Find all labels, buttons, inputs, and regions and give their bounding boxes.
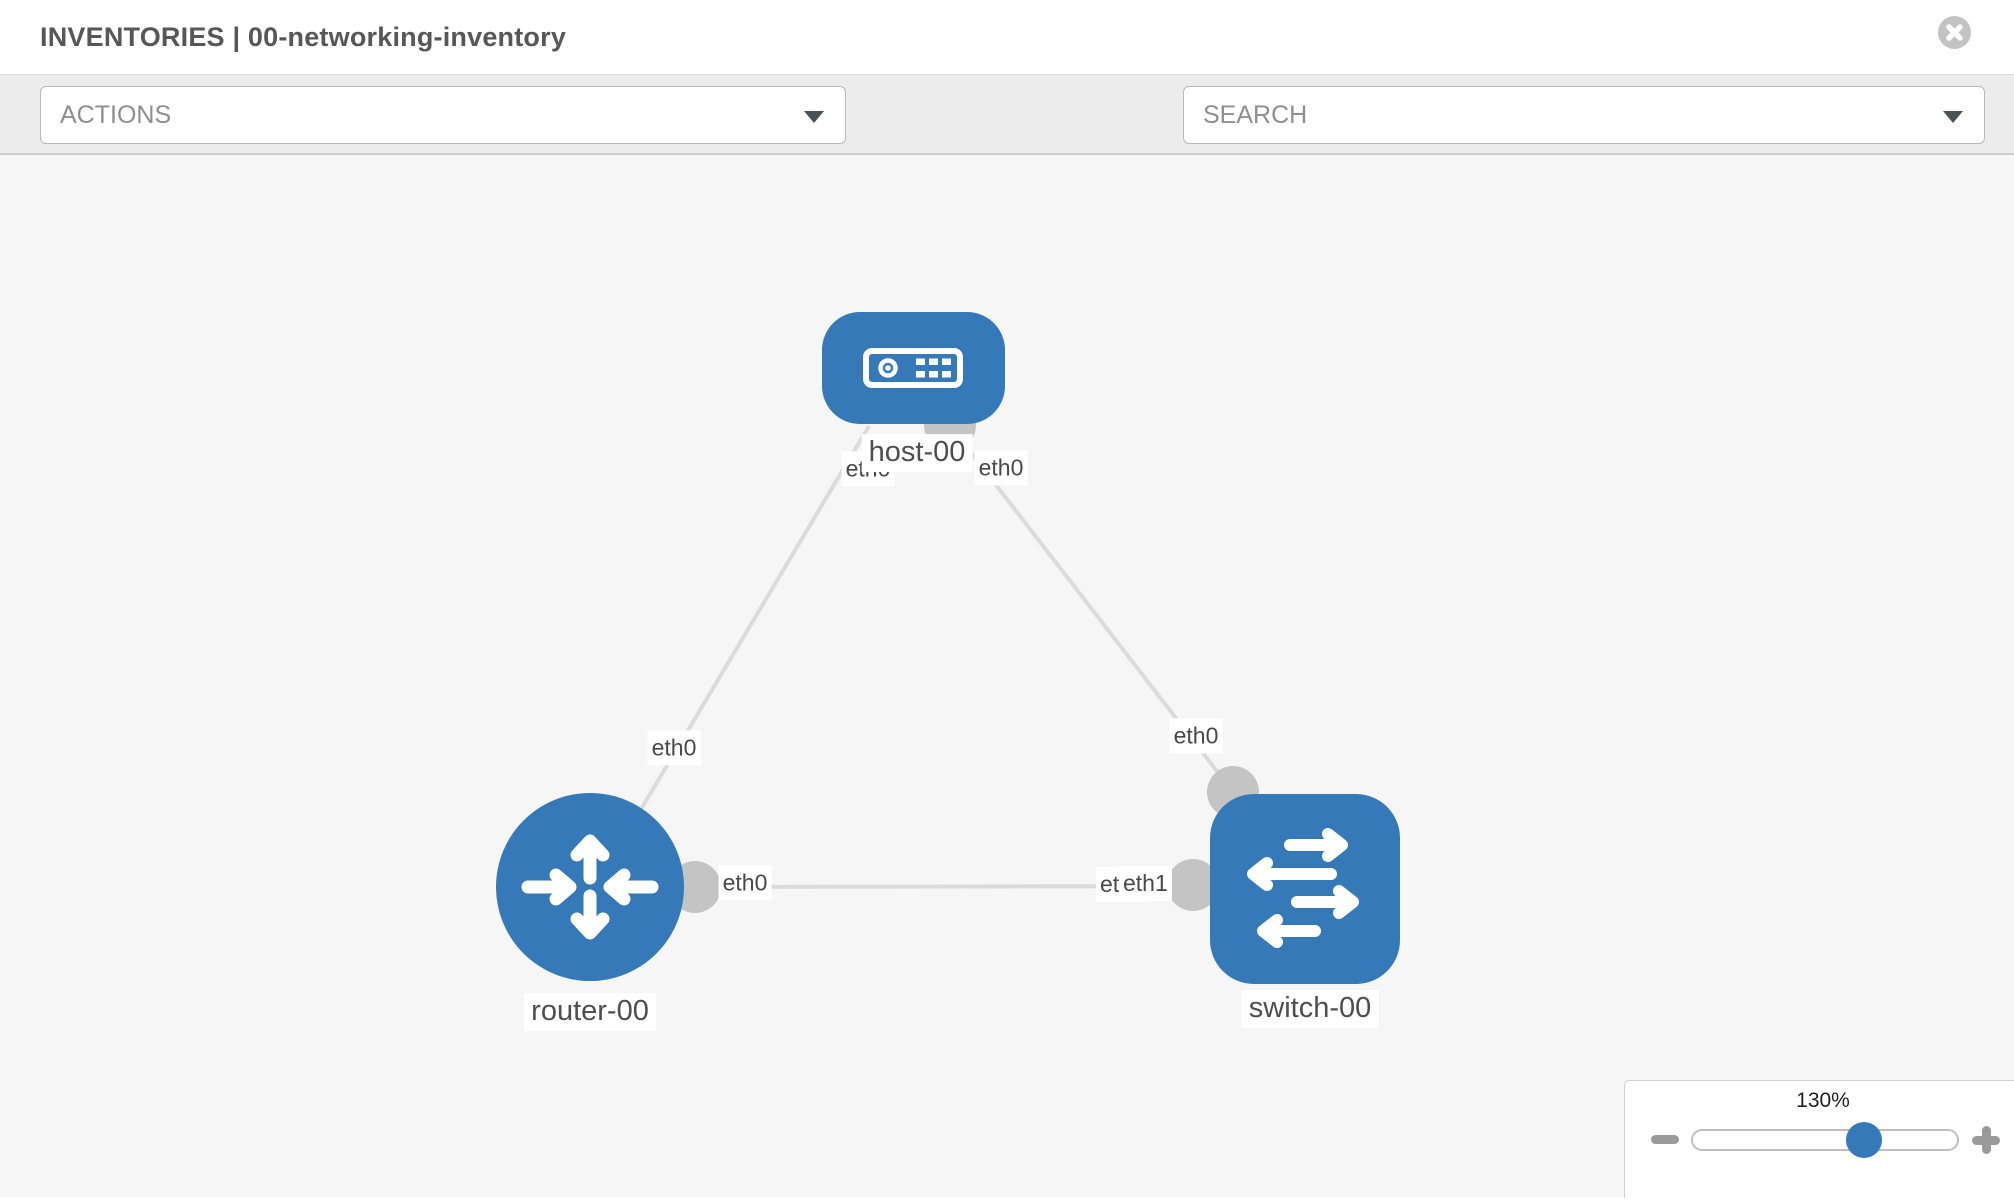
actions-dropdown-label: ACTIONS — [60, 101, 172, 129]
node-switch-00[interactable] — [1210, 794, 1400, 984]
node-label-switch: switch-00 — [1241, 990, 1379, 1028]
close-icon — [1946, 24, 1963, 41]
node-label-host: host-00 — [861, 434, 973, 472]
search-dropdown[interactable]: SEARCH — [1183, 86, 1985, 144]
topology-links — [638, 424, 1235, 889]
topology-canvas[interactable]: eth0 eth0 eth0 eth0 eth0 eth0 eth1 host-… — [0, 155, 2014, 1198]
actions-dropdown[interactable]: ACTIONS — [40, 86, 846, 144]
link-endpoints — [669, 399, 1259, 913]
zoom-in-button[interactable] — [1972, 1126, 2000, 1154]
node-router-00[interactable] — [496, 793, 684, 981]
interface-label: eth0 — [647, 730, 701, 766]
node-label-router: router-00 — [524, 993, 656, 1031]
interface-label: eth0 — [974, 450, 1028, 486]
router-icon — [521, 834, 659, 940]
header: INVENTORIES | 00-networking-inventory — [0, 0, 2014, 75]
close-button[interactable] — [1938, 16, 1971, 49]
zoom-slider[interactable] — [1691, 1129, 1959, 1151]
toolbar: ACTIONS SEARCH — [0, 75, 2014, 204]
search-dropdown-label: SEARCH — [1203, 101, 1308, 129]
interface-label: eth1 — [1119, 866, 1172, 902]
link-endpoint — [1167, 859, 1219, 911]
zoom-slider-thumb[interactable] — [1846, 1122, 1882, 1158]
interface-label: eth0 — [1169, 718, 1223, 754]
switch-icon — [1247, 828, 1359, 948]
interface-label: eth0 — [718, 865, 772, 901]
page-title: INVENTORIES | 00-networking-inventory — [40, 21, 567, 52]
zoom-out-button[interactable] — [1651, 1135, 1679, 1144]
zoom-panel: 130% — [1624, 1080, 2014, 1198]
caret-down-icon — [1943, 111, 1963, 123]
host-icon — [863, 348, 963, 388]
zoom-level-value: 130% — [1796, 1089, 1850, 1112]
topology-svg — [496, 312, 1400, 984]
node-host-00[interactable] — [822, 312, 1005, 424]
caret-down-icon — [804, 111, 824, 123]
